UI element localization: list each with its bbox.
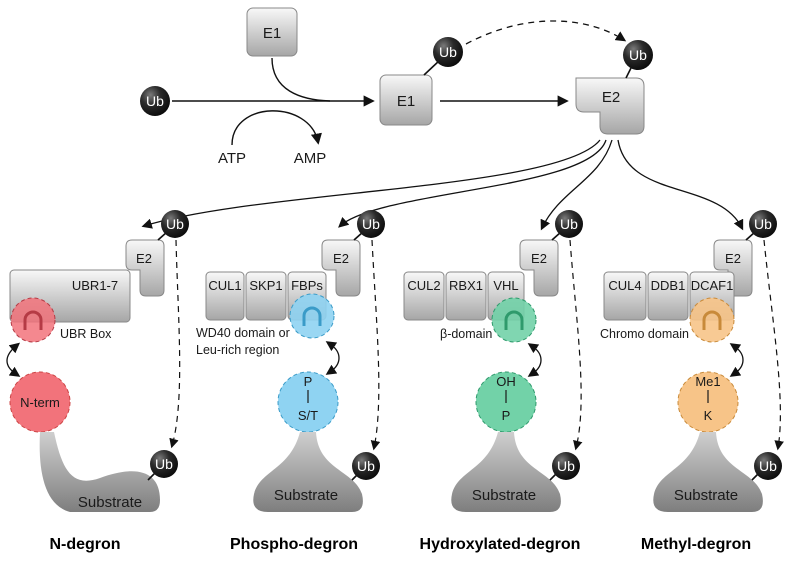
ub-on-e2	[749, 210, 777, 238]
ub-on-substrate-label: Ub	[155, 456, 173, 472]
recognition-domain	[289, 293, 335, 339]
atp-amp-arc	[231, 110, 322, 146]
ub-on-e1-label: Ub	[439, 44, 457, 60]
e2-to-n-degron-arrow	[141, 139, 601, 229]
substrate-label: Substrate	[78, 494, 142, 511]
panel-methyl-degron: E2 Ub CUL4 DDB1 DCAF1 Chromo domain Me1 …	[600, 210, 784, 553]
skp1-box	[245, 271, 287, 321]
panel-title: Phospho-degron	[230, 536, 358, 553]
degron-label: N-term	[20, 395, 60, 410]
e2-label: E2	[531, 251, 547, 266]
degron-residue-label: K	[704, 408, 713, 423]
e2-enzyme	[519, 239, 559, 297]
substrate-label: Substrate	[274, 487, 338, 504]
substrate-shape	[253, 432, 363, 512]
substrate-shape	[451, 432, 561, 512]
amp-label: AMP	[294, 150, 327, 167]
e1-free-label: E1	[263, 25, 281, 42]
degron-residue-label: P	[502, 408, 511, 423]
panel-title: Methyl-degron	[641, 536, 751, 553]
ub-on-substrate	[552, 452, 580, 480]
e1-charged-enzyme: E1 Ub	[379, 37, 463, 126]
vhl-label: VHL	[493, 278, 518, 293]
e2-enzyme	[321, 239, 361, 297]
e2-to-hydroxylated-degron-arrow	[540, 139, 613, 231]
recognition-domain	[689, 297, 735, 343]
degron-mod-label: Me1	[695, 374, 720, 389]
panel-phospho-degron: E2 Ub CUL1 SKP1 FBPs WD40 domain or Leu-…	[196, 210, 385, 553]
degron-circle	[9, 371, 71, 433]
ub-free: Ub	[140, 86, 170, 116]
e1-charged-label: E1	[397, 93, 415, 110]
ub-on-substrate-label: Ub	[557, 458, 575, 474]
atp-label: ATP	[218, 150, 246, 167]
e2-enzyme	[125, 239, 165, 297]
cul1-label: CUL1	[208, 278, 241, 293]
ub-transfer-dashed-arrow	[465, 20, 627, 45]
degron-mod-label: OH	[496, 374, 516, 389]
ub-on-e2	[357, 210, 385, 238]
substrate-label: Substrate	[674, 487, 738, 504]
ddb1-box	[647, 271, 689, 321]
ub-on-substrate	[352, 452, 380, 480]
skp1-label: SKP1	[249, 278, 282, 293]
ub-on-e2-label: Ub	[362, 216, 380, 232]
ub-on-e2-label: Ub	[754, 216, 772, 232]
fbps-label: FBPs	[291, 278, 323, 293]
panel-n-degron: E2 Ub UBR1-7 UBR Box N-term Substrate Ub…	[6, 210, 189, 553]
ub-free-label: Ub	[146, 93, 164, 109]
cul1-box	[205, 271, 245, 321]
substrate-shape	[653, 432, 763, 512]
e3-box-label: UBR1-7	[72, 278, 118, 293]
domain-label: β-domain	[440, 327, 492, 341]
degron-residue-label: S/T	[298, 408, 318, 423]
e2-to-methyl-degron-arrow	[617, 139, 744, 231]
substrate-label: Substrate	[472, 487, 536, 504]
domain-label: UBR Box	[60, 327, 112, 341]
e2-label: E2	[725, 251, 741, 266]
cul4-box	[603, 271, 647, 321]
ub-on-e2	[161, 210, 189, 238]
ub-on-substrate-label: Ub	[357, 458, 375, 474]
recognition-domain	[10, 297, 56, 343]
e2-label: E2	[136, 251, 152, 266]
e1-join-curve	[271, 57, 331, 102]
cul2-box	[403, 271, 445, 321]
degron-mod-label: P	[304, 374, 313, 389]
domain-label-line1: WD40 domain or	[196, 326, 290, 340]
domain-label-line2: Leu-rich region	[196, 343, 279, 357]
panel-title: Hydroxylated-degron	[420, 536, 581, 553]
activation-pathway: E1 Ub ATP AMP E1 Ub E2	[140, 7, 744, 231]
ub-on-substrate	[754, 452, 782, 480]
recognition-domain	[491, 297, 537, 343]
ub-on-e2-label: Ub	[166, 216, 184, 232]
ub-on-e2	[555, 210, 583, 238]
ub-on-substrate-label: Ub	[759, 458, 777, 474]
ub-on-e2-label: Ub	[629, 47, 647, 63]
domain-label: Chromo domain	[600, 327, 689, 341]
rbx1-box	[445, 271, 487, 321]
panel-hydroxylated-degron: E2 Ub CUL2 RBX1 VHL β-domain OH P Substr…	[403, 210, 583, 553]
cul2-label: CUL2	[407, 278, 440, 293]
dcaf1-label: DCAF1	[691, 278, 734, 293]
e2-top-label: E2	[602, 89, 620, 106]
ddb1-label: DDB1	[651, 278, 686, 293]
substrate-shape	[39, 432, 161, 512]
e2-label: E2	[333, 251, 349, 266]
panel-title: N-degron	[49, 536, 120, 553]
ub-on-substrate	[150, 450, 178, 478]
e2-charged-enzyme: E2 Ub	[575, 40, 653, 135]
cul4-label: CUL4	[608, 278, 641, 293]
ub-on-e2-label: Ub	[560, 216, 578, 232]
e1-free-enzyme: E1	[246, 7, 298, 57]
rbx1-label: RBX1	[449, 278, 483, 293]
